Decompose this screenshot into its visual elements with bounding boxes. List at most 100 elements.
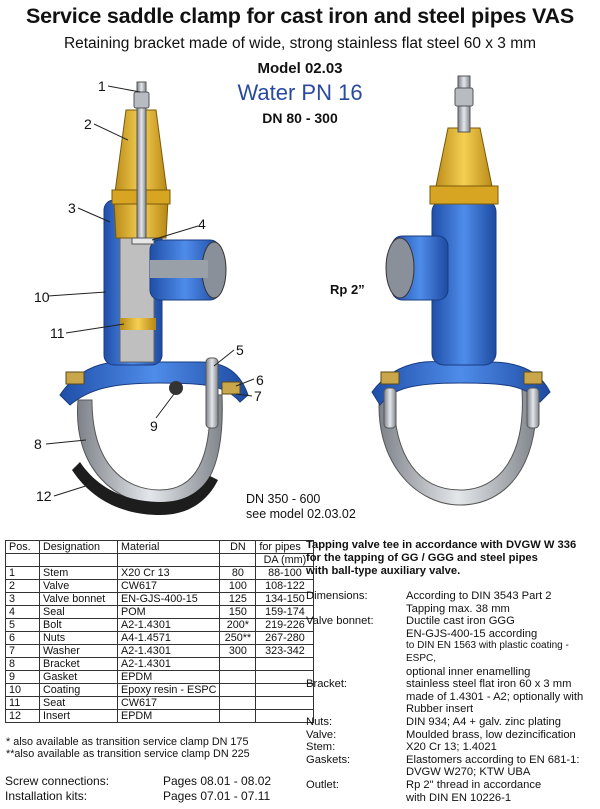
cell-material: A4-1.4571 [116, 631, 221, 645]
header-designation: Designation [39, 540, 118, 554]
table-header-row: Pos. Designation Material DN for pipes [5, 540, 315, 554]
spec-value: EN-GJS-400-15 according [406, 627, 538, 640]
spec-label: Gaskets: [306, 753, 351, 766]
spec-label [306, 792, 406, 805]
spec-value: Rp 2" thread in accordance [406, 778, 542, 791]
cell-designation: Gasket [39, 670, 118, 684]
callout-5: 5 [236, 342, 244, 358]
cell-designation: Stem [39, 566, 118, 580]
spec-label: Outlet: [306, 778, 339, 791]
spec-row: Rubber insert [306, 703, 598, 716]
cell-dn: 200* [219, 618, 257, 632]
model-number: Model 02.03 [257, 60, 343, 77]
spec-row: Stem:X20 Cr 13; 1.4021 [306, 741, 598, 754]
callout-11: 11 [50, 325, 65, 341]
specs-heading-line: Tapping valve tee in accordance with DVG… [306, 539, 577, 551]
dn-note-line: see model 02.03.02 [246, 507, 356, 521]
empty-cell [116, 553, 221, 567]
spec-value: Tapping max. 38 mm [406, 602, 510, 615]
page-references: Screw connections:Pages 08.01 - 08.02 In… [5, 774, 271, 804]
spec-label: Stem: [306, 741, 336, 754]
spec-value: stainless steel flat iron 60 x 3 mm [406, 678, 572, 691]
callout-9: 9 [150, 418, 158, 434]
cell-dn: 100 [219, 579, 257, 593]
header-da: DA (mm) [255, 553, 315, 567]
reference-row: Screw connections:Pages 08.01 - 08.02 [5, 774, 271, 789]
header-material: Material [116, 540, 221, 554]
cell-pos: 7 [5, 644, 40, 658]
dn-range: DN 80 - 300 [262, 110, 338, 126]
cell-dn: 125 [219, 592, 257, 606]
cell-pipe-da [255, 709, 315, 723]
reference-row: Installation kits:Pages 07.01 - 07.11 [5, 789, 271, 804]
spec-row: Outlet: Rp 2" thread in accordance [306, 779, 598, 792]
spec-row: Tapping max. 38 mm [306, 603, 598, 616]
callout-1: 1 [98, 78, 106, 94]
cell-pos: 8 [5, 657, 40, 671]
callout-7: 7 [254, 388, 262, 404]
spec-row: Gaskets:Elastomers according to EN 681-1… [306, 754, 598, 767]
cell-designation: Bracket [39, 657, 118, 671]
table-note: * also available as transition service c… [6, 736, 249, 748]
cell-material: CW617 [116, 579, 221, 593]
spec-row: with DIN EN 10226-1 [306, 792, 598, 805]
cell-material: EN-GJS-400-15 [116, 592, 221, 606]
spec-label [306, 640, 406, 665]
cell-dn: 300 [219, 644, 257, 658]
spec-value: Ductile cast iron GGG [406, 615, 515, 628]
spec-value: made of 1.4301 - A2; optionally with [406, 690, 584, 703]
spec-row: Bracket: stainless steel flat iron 60 x 3… [306, 678, 598, 691]
cell-pipe-da: 134-150 [255, 592, 315, 606]
spec-label: Dimensions: [306, 590, 368, 602]
spec-label [306, 691, 406, 704]
spec-row: Dimensions:According to DIN 3543 Part 2 [306, 590, 598, 603]
cell-dn [219, 657, 257, 671]
dn-note: DN 350 - 600 see model 02.03.02 [246, 492, 356, 522]
cell-material: EPDM [116, 670, 221, 684]
cell-dn [219, 683, 257, 697]
cell-material: A2-1.4301 [116, 618, 221, 632]
spec-row: optional inner enamelling [306, 666, 598, 679]
cell-designation: Washer [39, 644, 118, 658]
external-view [371, 75, 551, 506]
outlet-thread-label: Rp 2” [330, 282, 365, 297]
spec-label: Bracket: [306, 678, 348, 691]
cell-designation: Seat [39, 696, 118, 710]
callout-4: 4 [198, 216, 206, 232]
cell-designation: Valve [39, 579, 118, 593]
cell-designation: Coating [39, 683, 118, 697]
cell-pos: 4 [5, 605, 40, 619]
header-dn: DN [219, 540, 257, 554]
cell-material: CW617 [116, 696, 221, 710]
spec-value: Rubber insert [406, 703, 474, 716]
cell-material: EPDM [116, 709, 221, 723]
cell-pos: 10 [5, 683, 40, 697]
spec-label [306, 766, 406, 779]
dn-note-line: DN 350 - 600 [246, 492, 321, 506]
cell-pos: 11 [5, 696, 40, 710]
spec-row: to DIN EN 1563 with plastic coating - ES… [306, 640, 598, 665]
cell-dn [219, 670, 257, 684]
header-pos: Pos. [5, 540, 40, 554]
specs-heading-line: for the tapping of GG / GGG and steel pi… [306, 552, 538, 564]
spec-label [306, 666, 406, 679]
spec-value: with DIN EN 10226-1 [406, 791, 512, 804]
spec-row: made of 1.4301 - A2; optionally with [306, 691, 598, 704]
parts-table: Pos. Designation Material DN for pipes D… [5, 540, 315, 723]
cell-dn: 80 [219, 566, 257, 580]
spec-label [306, 703, 406, 716]
cell-dn: 150 [219, 605, 257, 619]
cell-material: A2-1.4301 [116, 644, 221, 658]
specs-heading: Tapping valve tee in accordance with DVG… [306, 539, 576, 578]
reference-value: Pages 07.01 - 07.11 [163, 789, 271, 803]
callout-3: 3 [68, 200, 76, 216]
clamp-illustration [45, 75, 551, 515]
